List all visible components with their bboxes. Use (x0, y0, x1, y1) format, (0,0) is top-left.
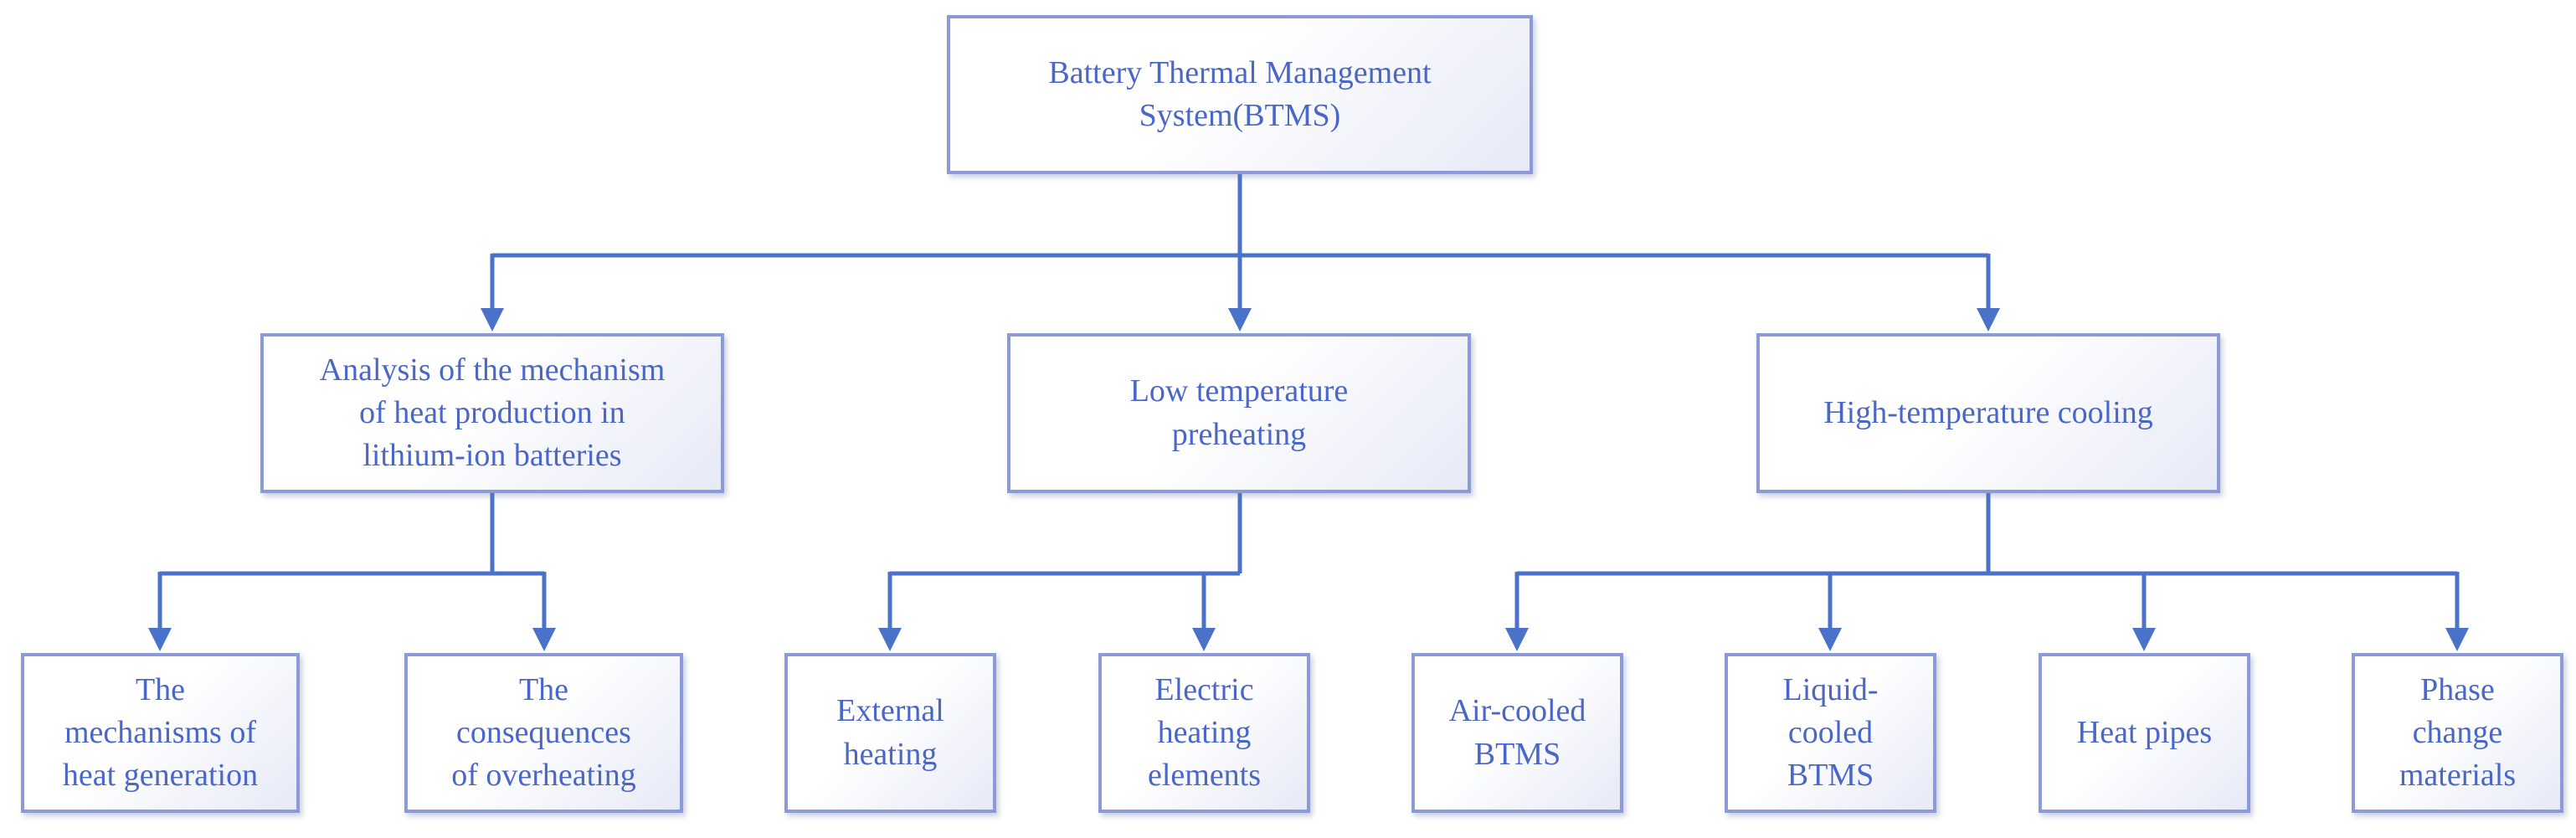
leaf-mechanisms-of-heat-generation: The mechanisms of heat generation (21, 653, 300, 813)
node-label-line: Analysis of the mechanism (319, 352, 666, 388)
leaf-label-line: The (518, 671, 569, 707)
leaf-label-line: Electric (1154, 671, 1254, 707)
node-label-line: Low temperature (1129, 373, 1349, 409)
root-label-line-2: System(BTMS) (1139, 98, 1341, 133)
arrowhead-to-air (1505, 628, 1529, 651)
arrowhead-to-analysis (481, 308, 504, 332)
arrowhead-to-phase (2445, 628, 2469, 651)
node-label-line: High-temperature cooling (1823, 394, 2153, 430)
leaf-label-line: heating (843, 736, 938, 772)
arrowhead-to-lowtemp (1228, 308, 1252, 332)
arrowhead-to-hightemp (1977, 308, 2000, 332)
leaf-label-line: of overheating (451, 758, 636, 794)
node-heat-mechanism-analysis: Analysis of the mechanism of heat produc… (260, 333, 724, 493)
leaf-external-heating: External heating (784, 653, 996, 813)
arrowhead-to-liquid (1818, 628, 1842, 651)
leaf-label-line: change (2412, 714, 2503, 750)
leaf-label-line: elements (1147, 758, 1262, 794)
arrowhead-to-electric (1192, 628, 1216, 651)
leaf-label-line: The (135, 671, 186, 707)
arrowhead-to-mechanisms (148, 628, 172, 651)
node-high-temperature-cooling: High-temperature cooling (1756, 333, 2220, 493)
node-label-line: lithium-ion batteries (362, 438, 622, 474)
leaf-label-line: Phase (2420, 671, 2495, 707)
node-label-line: of heat production in (359, 394, 625, 430)
node-label-line: preheating (1171, 416, 1307, 452)
leaf-label-line: External (836, 693, 944, 729)
root-label-line-1: Battery Thermal Management (1048, 54, 1432, 90)
node-low-temperature-preheating: Low temperature preheating (1007, 333, 1471, 493)
leaf-air-cooled-btms: Air-cooled BTMS (1411, 653, 1623, 813)
leaf-electric-heating-elements: Electric heating elements (1098, 653, 1310, 813)
leaf-label-line: consequences (456, 714, 631, 750)
leaf-label-line: heat generation (62, 758, 259, 794)
leaf-label-line: Heat pipes (2076, 714, 2213, 750)
leaf-label-line: mechanisms of (64, 714, 256, 750)
arrowhead-to-heatpipes (2132, 628, 2156, 651)
leaf-label-line: heating (1157, 714, 1252, 750)
leaf-label-line: Liquid- (1782, 671, 1879, 707)
leaf-heat-pipes: Heat pipes (2039, 653, 2250, 813)
leaf-label-line: Air-cooled (1448, 693, 1586, 729)
leaf-consequences-of-overheating: The consequences of overheating (404, 653, 683, 813)
leaf-label-line: materials (2399, 758, 2517, 794)
leaf-label-line: BTMS (1473, 736, 1561, 772)
arrowhead-to-external (878, 628, 902, 651)
root-node-btms: Battery Thermal Management System(BTMS) (947, 15, 1533, 174)
arrowhead-to-consequences (532, 628, 556, 651)
leaf-label-line: BTMS (1787, 758, 1874, 794)
leaf-phase-change-materials: Phase change materials (2352, 653, 2563, 813)
leaf-liquid-cooled-btms: Liquid- cooled BTMS (1725, 653, 1936, 813)
leaf-label-line: cooled (1787, 714, 1874, 750)
